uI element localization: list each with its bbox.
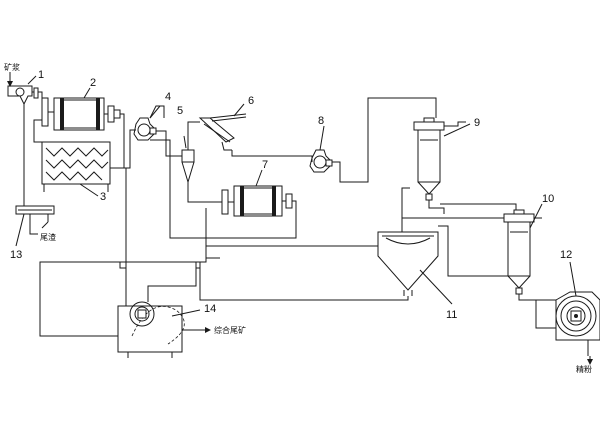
svg-text:7: 7 — [262, 159, 268, 171]
callout-14: 14 — [171, 303, 216, 317]
callout-10: 10 — [529, 193, 554, 229]
callout-4: 4 — [149, 91, 171, 119]
callout-9: 9 — [443, 117, 480, 137]
svg-text:11: 11 — [446, 309, 457, 321]
label-product: 精粉 — [576, 364, 592, 374]
equipment-10-magnetic-column — [503, 209, 535, 295]
label-combined-tailings: 综合尾矿 — [214, 325, 246, 335]
equipment-13-screen — [15, 205, 55, 229]
svg-text:6: 6 — [248, 95, 254, 107]
svg-text:13: 13 — [10, 249, 22, 261]
callout-12: 12 — [560, 249, 577, 297]
equipment-9-magnetic-column — [413, 117, 450, 201]
svg-text:10: 10 — [542, 193, 554, 205]
callout-7: 7 — [255, 159, 268, 187]
callout-6: 6 — [233, 95, 254, 117]
equipment-14-tailings-unit — [117, 301, 185, 358]
callout-3: 3 — [79, 183, 106, 203]
svg-text:4: 4 — [165, 91, 171, 103]
callout-13: 13 — [10, 213, 25, 261]
callout-1: 1 — [27, 69, 44, 85]
equipment-2-ball-mill — [41, 97, 121, 131]
callout-2: 2 — [83, 77, 96, 99]
equipment-12-filter — [535, 291, 600, 356]
equipment-6-separator — [198, 113, 247, 151]
callout-8: 8 — [318, 115, 325, 151]
callouts: 1 2 3 4 5 6 7 8 — [10, 69, 577, 321]
svg-text:2: 2 — [90, 77, 96, 89]
equipment-3-spiral-classifier — [41, 141, 111, 192]
svg-text:8: 8 — [318, 115, 324, 127]
stream-labels: 矿浆 尾渣 综合尾矿 精粉 — [4, 62, 592, 374]
label-tailings: 尾渣 — [40, 232, 56, 242]
equipment-1-feed-separator — [7, 85, 39, 106]
equipment-8-pump — [309, 149, 333, 173]
svg-text:5: 5 — [177, 105, 183, 117]
callout-11: 11 — [419, 269, 457, 321]
equipment-4-pump — [133, 117, 157, 141]
label-feed: 矿浆 — [4, 62, 20, 72]
equipment-5-hydrocyclone — [176, 144, 195, 184]
svg-text:3: 3 — [100, 191, 106, 203]
svg-text:14: 14 — [204, 303, 216, 315]
equipment-11-cone-thickener — [377, 231, 439, 296]
svg-text:9: 9 — [474, 117, 480, 129]
equipment-7-regrind-mill — [221, 185, 293, 217]
callout-5: 5 — [177, 105, 187, 149]
svg-text:12: 12 — [560, 249, 572, 261]
svg-text:1: 1 — [38, 69, 44, 81]
process-lines — [7, 72, 593, 365]
